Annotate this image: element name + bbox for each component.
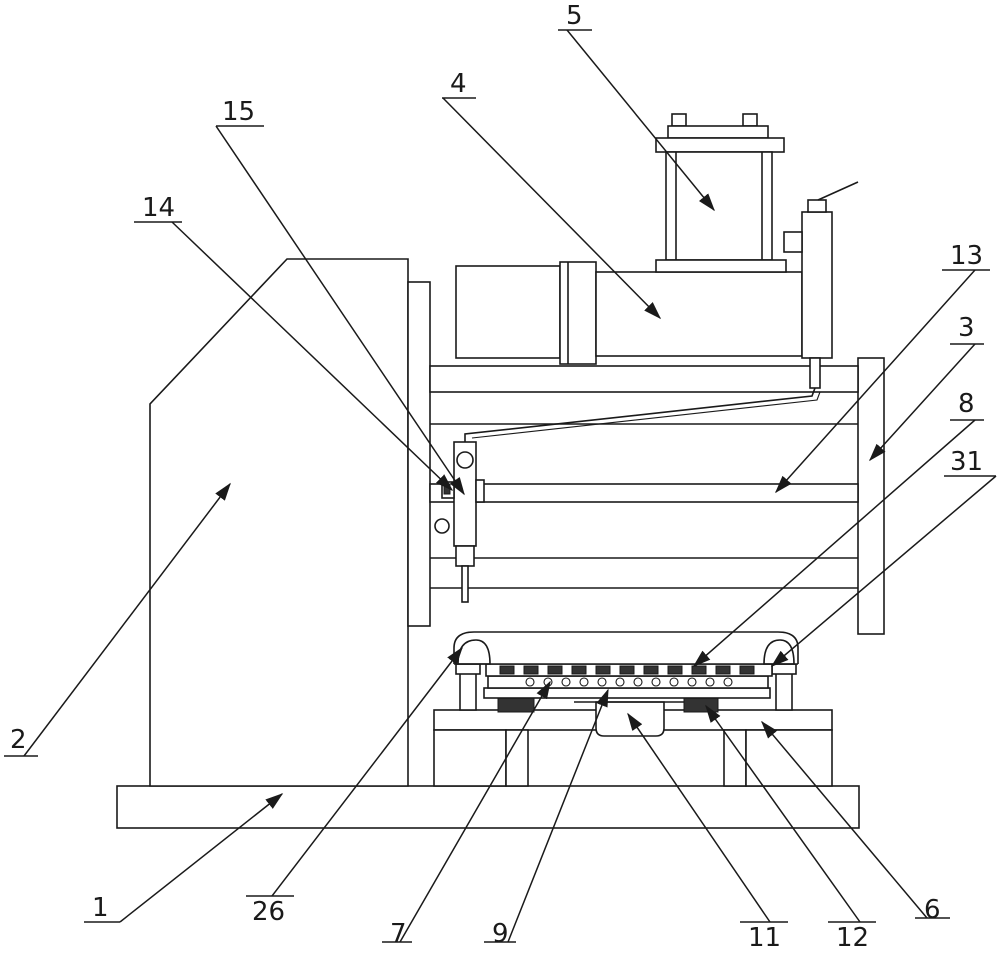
tool-needle — [461, 565, 469, 603]
leader-14 — [171, 221, 454, 492]
guide-rod — [429, 483, 859, 503]
label-11: 11 — [748, 923, 781, 953]
leader-2 — [23, 482, 231, 757]
table-leg-left — [433, 729, 507, 787]
leader-7 — [399, 680, 551, 943]
mesh-pattern — [499, 665, 755, 675]
label-2: 2 — [10, 725, 27, 755]
cylinder-bottom-plate — [655, 259, 787, 273]
left-cabinet — [149, 258, 409, 787]
upper-rail — [429, 365, 859, 393]
leader-5 — [566, 29, 715, 212]
bed-lower-plate — [483, 687, 771, 699]
leader-11 — [627, 712, 771, 923]
leader-31 — [770, 475, 997, 667]
tray-cover — [453, 631, 799, 664]
label-1: 1 — [92, 893, 109, 923]
center-cylinder — [595, 701, 665, 737]
label-15: 15 — [222, 97, 255, 127]
leader-lines — [23, 29, 997, 943]
label-8: 8 — [958, 389, 975, 419]
part-labels: 1 2 3 4 5 6 7 8 9 11 12 13 14 15 26 31 — [10, 1, 983, 953]
label-3: 3 — [958, 313, 975, 343]
leader-12 — [705, 704, 861, 923]
right-mount-plate — [857, 357, 885, 635]
leader-13 — [774, 269, 976, 494]
valve-body — [801, 211, 833, 359]
label-9: 9 — [492, 919, 509, 949]
cylinder-top-plate — [655, 137, 785, 153]
label-13: 13 — [950, 241, 983, 271]
spring-left — [497, 697, 535, 713]
label-4: 4 — [450, 69, 467, 99]
table-leg-right — [745, 729, 833, 787]
cable — [464, 387, 816, 442]
label-7: 7 — [390, 919, 407, 949]
motor-flange — [559, 261, 597, 365]
leader-3 — [868, 343, 976, 462]
cylinder-body — [665, 151, 773, 261]
label-26: 26 — [252, 897, 285, 927]
label-31: 31 — [950, 447, 983, 477]
leader-6 — [761, 720, 928, 919]
valve-handle — [817, 181, 859, 201]
label-14: 14 — [142, 193, 175, 223]
leader-8 — [692, 419, 976, 667]
leader-26 — [271, 646, 463, 897]
spring-right — [683, 697, 719, 713]
leader-4 — [442, 97, 662, 320]
label-underlines — [4, 29, 996, 943]
leader-9 — [507, 688, 609, 943]
tool-nozzle — [455, 545, 475, 567]
base-plate — [116, 785, 860, 829]
cylinder-cap — [667, 125, 769, 139]
label-6: 6 — [924, 895, 941, 925]
motor-body-left — [455, 265, 561, 359]
leader-1 — [119, 793, 284, 923]
label-5: 5 — [566, 1, 583, 31]
label-12: 12 — [836, 923, 869, 953]
leader-15 — [215, 125, 465, 496]
left-mount-plate — [407, 281, 431, 627]
